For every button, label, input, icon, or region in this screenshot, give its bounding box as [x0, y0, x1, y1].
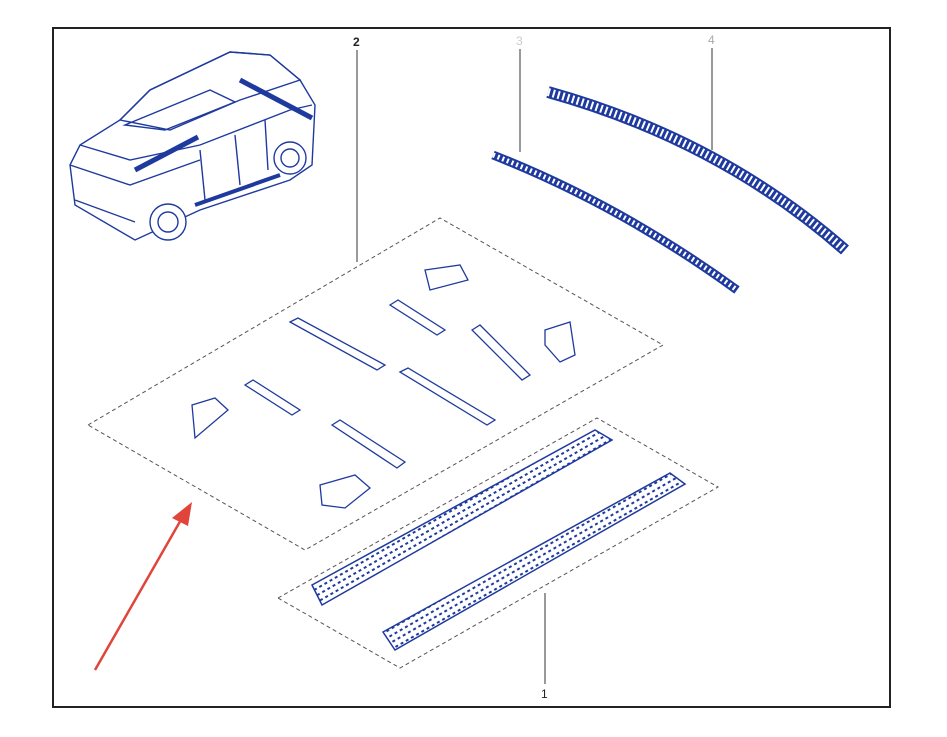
callout-3: 3 [516, 34, 523, 48]
callout-4: 4 [708, 33, 715, 47]
vehicle-illustration [69, 51, 316, 241]
running-board-front [311, 429, 614, 607]
mounting-brackets [191, 264, 576, 509]
red-arrow-annotation [93, 502, 192, 671]
trim-strip-3 [491, 150, 740, 294]
callout-2: 2 [353, 35, 360, 49]
running-board-rear [381, 472, 687, 651]
callout-1: 1 [541, 687, 548, 701]
running-board-kit-outline [276, 417, 720, 669]
